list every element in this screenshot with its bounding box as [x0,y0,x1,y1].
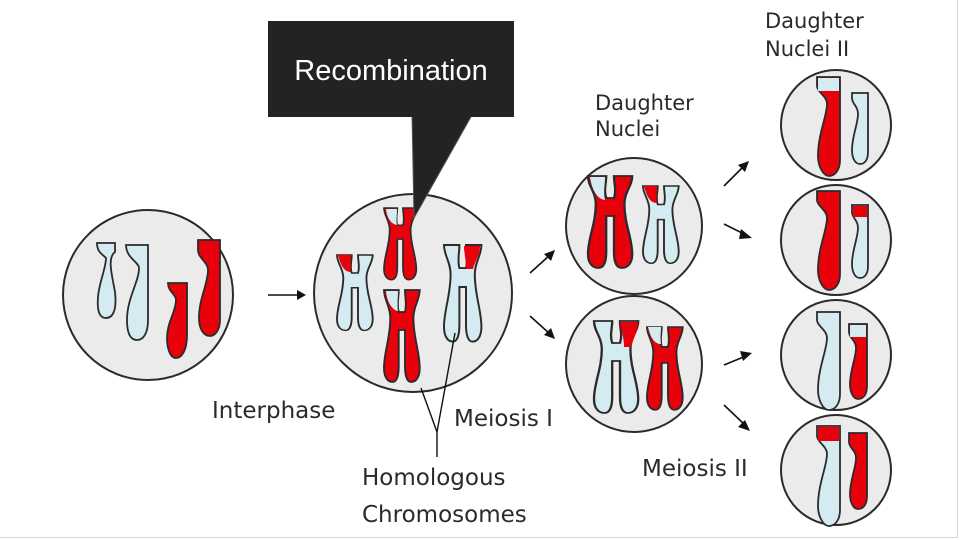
label-daughter-nuclei-line1: Daughter [595,91,694,115]
chromatid-red-2 [197,239,221,337]
arrow-icon [529,315,555,339]
meiosis-1-nucleus [313,193,513,457]
homologous-pointer [420,387,438,433]
daughter-nucleus-ii-2 [780,184,892,296]
arrow-icon [529,250,555,274]
chromatid-blue-1 [96,242,117,319]
daughter-nucleus-ii-3 [780,299,892,411]
label-daughter-nuclei-2-line2: Nuclei II [765,37,850,61]
daughter-nucleus-2 [565,295,703,433]
arrow-icon [268,290,306,300]
arrow-icon [723,161,749,187]
label-interphase: Interphase [212,398,336,424]
chromatid-blue-2 [125,244,149,341]
daughter-nucleus-1 [565,157,703,295]
interphase-nucleus [62,209,234,381]
label-homologous-line2: Chromosomes [362,502,527,528]
daughter-nucleus-ii-4 [780,414,892,527]
arrow-icon [723,351,752,366]
arrow-icon [723,223,752,239]
arrow-icon [723,404,750,431]
label-meiosis-1: Meiosis I [454,406,553,432]
recombination-callout: Recombination [268,21,514,117]
callout-text: Recombination [294,55,488,87]
label-daughter-nuclei-line2: Nuclei [595,117,661,141]
daughter-nucleus-ii-1 [780,69,892,181]
chromatid-red-1 [166,282,188,359]
label-daughter-nuclei-2-line1: Daughter [765,9,864,33]
label-homologous-line1: Homologous [362,465,506,491]
label-meiosis-2: Meiosis II [642,456,748,482]
